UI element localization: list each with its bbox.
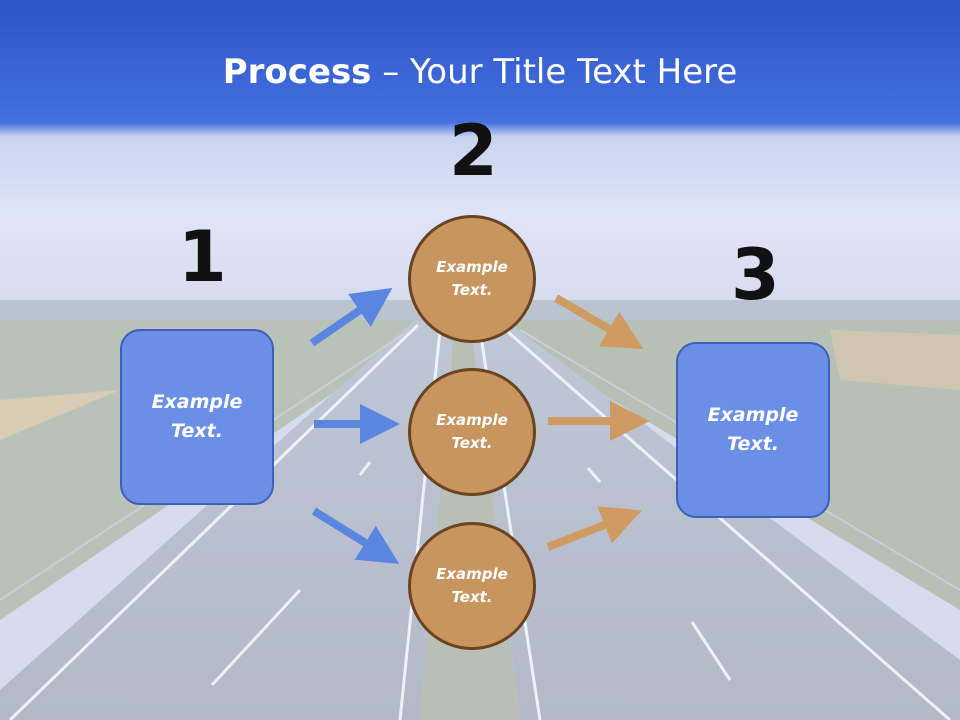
step-1-number: 1 bbox=[178, 216, 227, 298]
title-rest: – Your Title Text Here bbox=[371, 52, 738, 92]
step-3-number: 3 bbox=[731, 234, 780, 316]
step-1-box: Example Text. bbox=[120, 329, 274, 505]
slide-title: Process – Your Title Text Here bbox=[0, 52, 960, 92]
step-2-circle-top: Example Text. bbox=[408, 215, 536, 343]
title-bold: Process bbox=[222, 52, 372, 92]
step-3-box: Example Text. bbox=[676, 342, 830, 518]
step-2-number: 2 bbox=[449, 110, 498, 192]
step-2-circle-bottom: Example Text. bbox=[408, 522, 536, 650]
step-2-circle-middle: Example Text. bbox=[408, 368, 536, 496]
